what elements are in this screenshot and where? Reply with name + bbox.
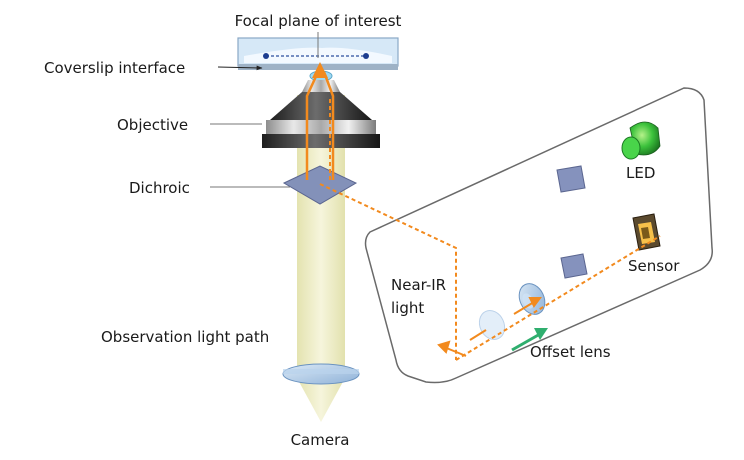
near-ir-paths [305, 71, 661, 361]
leader-lines [210, 32, 319, 188]
label-camera: Camera [291, 431, 350, 449]
label-near-ir-1: Near-IR [391, 276, 446, 294]
offset-lens-ghost [478, 309, 506, 341]
near-ir-direction-arrows [437, 297, 542, 357]
sensor-icon [632, 213, 661, 251]
label-dichroic: Dichroic [129, 179, 190, 197]
objective-lens [262, 70, 380, 148]
label-near-ir-2: light [391, 299, 424, 317]
tube-lens [282, 363, 360, 385]
prism-lower [560, 253, 588, 279]
label-offset-lens: Offset lens [530, 343, 611, 361]
label-focal-plane: Focal plane of interest [235, 12, 402, 30]
prism-upper [556, 165, 586, 193]
near-ir-arrow-up-icon [312, 62, 328, 78]
label-coverslip: Coverslip interface [44, 59, 185, 77]
label-led: LED [626, 164, 655, 182]
label-sensor: Sensor [628, 257, 680, 275]
offset-movement-arrow-icon [511, 328, 548, 352]
autofocus-housing [364, 87, 713, 384]
led-icon [621, 121, 661, 160]
label-objective: Objective [117, 116, 188, 134]
label-observation-path: Observation light path [101, 328, 269, 346]
